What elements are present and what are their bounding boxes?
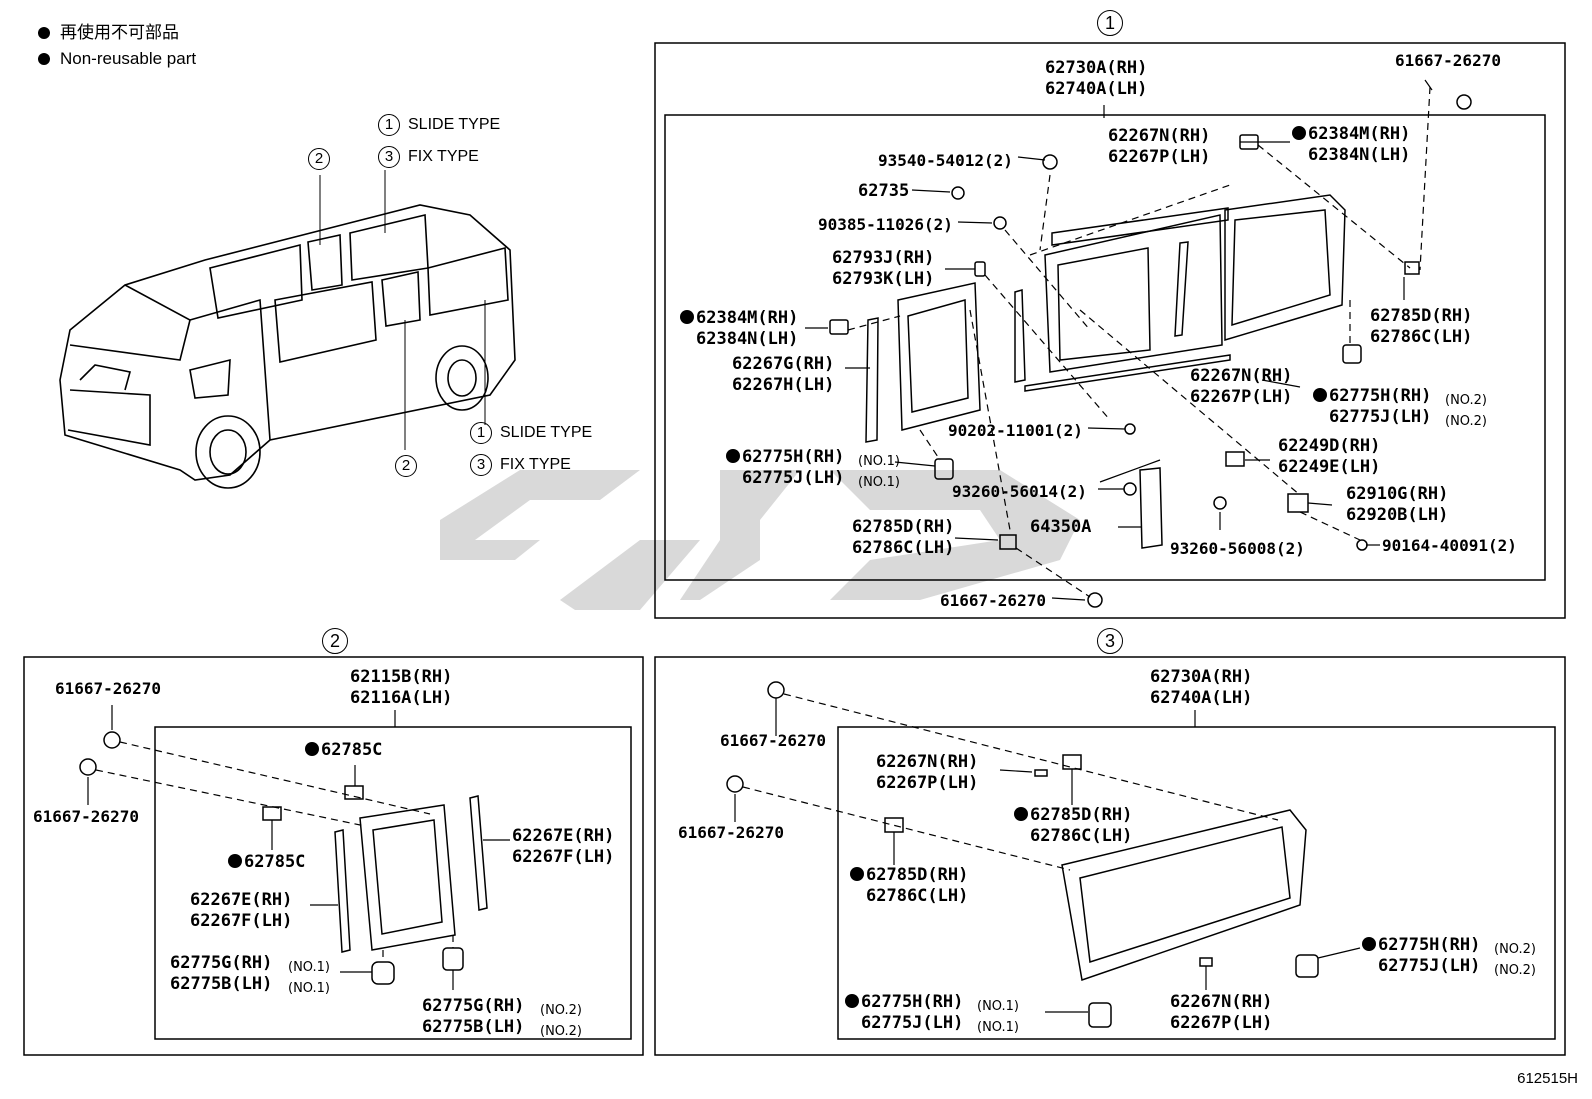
part-label-nonreusable: 62785D(RH) 62786C(LH) bbox=[1014, 805, 1132, 846]
part-label: 62267N(RH) 62267P(LH) bbox=[876, 752, 979, 793]
part-label: 90385-11026(2) bbox=[818, 215, 953, 234]
part-label-nonreusable: 62785D(RH) 62786C(LH) bbox=[850, 865, 968, 906]
part-label: 61667-26270 bbox=[55, 679, 161, 698]
van-illustration bbox=[59, 170, 516, 489]
non-reusable-icon bbox=[228, 854, 242, 868]
section-3-inner-frame bbox=[837, 726, 1556, 1040]
section-3-number: 3 bbox=[1097, 628, 1123, 654]
part-label-nonreusable: 62384M(RH) 62384N(LH) bbox=[1292, 124, 1410, 165]
section-1-number: 1 bbox=[1097, 10, 1123, 36]
part-label: 62267G(RH) 62267H(LH) bbox=[732, 354, 835, 395]
non-reusable-icon bbox=[680, 310, 694, 324]
part-label-nonreusable: 62775H(RH) 62775J(LH)(NO.2)(NO.2) bbox=[1313, 386, 1487, 429]
section-2-frame bbox=[23, 656, 644, 1056]
section-1-dashed-leaders bbox=[847, 86, 1431, 598]
section-2-parts bbox=[79, 731, 488, 985]
non-reusable-icon bbox=[1014, 807, 1028, 821]
section-3-dashed-leaders bbox=[742, 693, 1279, 871]
part-label: 62775G(RH) 62775B(LH)(NO.1)(NO.1) bbox=[170, 953, 330, 996]
part-label-nonreusable: 62775H(RH) 62775J(LH)(NO.1)(NO.1) bbox=[845, 992, 1019, 1035]
part-label: 90164-40091(2) bbox=[1382, 536, 1517, 555]
non-reusable-icon bbox=[1292, 126, 1306, 140]
part-label: 61667-26270 bbox=[720, 731, 826, 750]
part-label-nonreusable: 62775H(RH) 62775J(LH)(NO.1)(NO.1) bbox=[726, 447, 900, 490]
part-label: 62785D(RH) 62786C(LH) bbox=[852, 517, 955, 558]
non-reusable-icon bbox=[1313, 388, 1327, 402]
part-label: 62115B(RH) 62116A(LH) bbox=[350, 667, 453, 708]
window-marker-2-side: 2 bbox=[395, 455, 425, 477]
part-label-nonreusable: 62785C bbox=[305, 740, 382, 761]
part-label: 62267E(RH) 62267F(LH) bbox=[512, 826, 615, 867]
illustration-code: 612515H bbox=[1517, 1070, 1578, 1087]
part-label: 62267N(RH) 62267P(LH) bbox=[1170, 992, 1273, 1033]
bullet-icon bbox=[38, 27, 50, 39]
section-2-dashed-leaders bbox=[95, 741, 454, 962]
part-label: 62267N(RH) 62267P(LH) bbox=[1108, 126, 1211, 167]
non-reusable-icon bbox=[850, 867, 864, 881]
part-label: 62735 bbox=[858, 181, 910, 201]
part-label: 62730A(RH) 62740A(LH) bbox=[1045, 58, 1148, 99]
part-label-nonreusable: 62785C bbox=[228, 852, 305, 873]
non-reusable-icon bbox=[305, 742, 319, 756]
section-3-frame bbox=[654, 656, 1566, 1056]
legend-jp: 再使用不可部品 bbox=[38, 22, 179, 44]
part-label: 90202-11001(2) bbox=[948, 421, 1083, 440]
part-label: 61667-26270 bbox=[33, 807, 139, 826]
window-marker-2-roof: 2 bbox=[308, 148, 338, 170]
section-1-leaders bbox=[805, 79, 1433, 601]
part-label: 62775G(RH) 62775B(LH)(NO.2)(NO.2) bbox=[422, 996, 582, 1039]
part-label: 62910G(RH) 62920B(LH) bbox=[1346, 484, 1449, 525]
section-2-inner-frame bbox=[154, 726, 632, 1040]
part-label: 93260-56014(2) bbox=[952, 482, 1087, 501]
legend-en: Non-reusable part bbox=[38, 48, 196, 70]
part-label-nonreusable: 62384M(RH) 62384N(LH) bbox=[680, 308, 798, 349]
part-label: 64350A bbox=[1030, 517, 1092, 537]
non-reusable-icon bbox=[845, 994, 859, 1008]
part-label: 61667-26270 bbox=[1395, 51, 1501, 70]
section-1-inner-frame bbox=[664, 114, 1546, 581]
part-label: 62793J(RH) 62793K(LH) bbox=[832, 248, 935, 289]
section-3-leaders bbox=[734, 698, 1361, 1013]
non-reusable-icon bbox=[726, 449, 740, 463]
section-1-frame bbox=[654, 42, 1566, 619]
part-label: 62267N(RH) 62267P(LH) bbox=[1190, 366, 1293, 407]
section-2-leaders bbox=[87, 705, 510, 990]
section-2-number: 2 bbox=[322, 628, 348, 654]
part-label: 62730A(RH) 62740A(LH) bbox=[1150, 667, 1253, 708]
part-label: 61667-26270 bbox=[678, 823, 784, 842]
section-3-parts bbox=[726, 681, 1319, 1028]
part-label: 93260-56008(2) bbox=[1170, 539, 1305, 558]
part-label-nonreusable: 62775H(RH) 62775J(LH)(NO.2)(NO.2) bbox=[1362, 935, 1536, 978]
part-label: 61667-26270 bbox=[940, 591, 1046, 610]
part-label: 62267E(RH) 62267F(LH) bbox=[190, 890, 293, 931]
non-reusable-icon bbox=[1362, 937, 1376, 951]
bullet-icon bbox=[38, 53, 50, 65]
part-label: 62249D(RH) 62249E(LH) bbox=[1278, 436, 1381, 477]
part-label: 62785D(RH) 62786C(LH) bbox=[1370, 306, 1473, 347]
part-label: 93540-54012(2) bbox=[878, 151, 1013, 170]
